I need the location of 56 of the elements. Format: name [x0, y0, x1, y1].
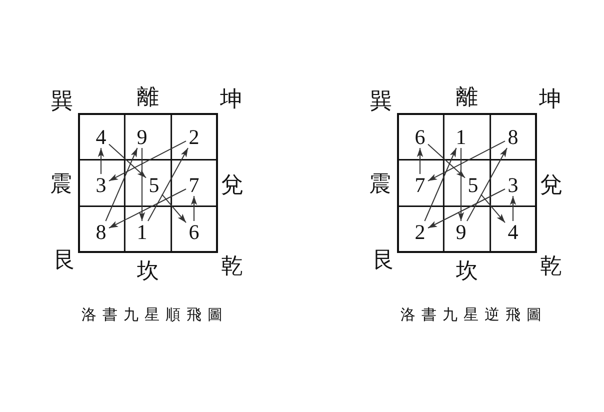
star-number: 2: [413, 222, 427, 242]
star-number: 1: [135, 222, 149, 242]
star-number: 4: [94, 127, 108, 147]
trigram-label: 兌: [221, 174, 243, 196]
trigram-label: 艮: [373, 249, 395, 271]
trigram-label: 坎: [456, 260, 478, 282]
arrow: [108, 144, 146, 178]
trigram-label: 兌: [540, 174, 562, 196]
arrow: [162, 194, 186, 224]
trigram-label: 坤: [539, 88, 561, 110]
star-number: 2: [187, 127, 201, 147]
arrow: [428, 144, 466, 178]
arrow: [466, 148, 508, 222]
star-number: 9: [454, 222, 468, 242]
trigram-label: 震: [50, 173, 72, 195]
arrow: [148, 148, 188, 222]
star-number: 5: [147, 175, 161, 195]
trigram-label: 坤: [220, 88, 242, 110]
trigram-label: 震: [369, 173, 391, 195]
star-number: 3: [506, 175, 520, 195]
square-grid: [397, 113, 537, 253]
arrow: [428, 188, 506, 228]
grid-title: 洛書九星順飛圖: [82, 308, 222, 324]
star-number: 6: [187, 222, 201, 242]
arrow: [105, 148, 138, 222]
arrow: [108, 140, 186, 182]
star-number: 8: [94, 222, 108, 242]
star-number: 1: [454, 127, 468, 147]
arrow: [138, 148, 146, 222]
trigram-label: 坎: [137, 260, 159, 282]
arrow: [480, 194, 506, 224]
trigram-label: 離: [456, 86, 478, 108]
star-number: 8: [506, 127, 520, 147]
square-grid: [78, 113, 218, 253]
star-number: 3: [94, 175, 108, 195]
arrow: [458, 148, 464, 222]
star-number: 7: [187, 175, 201, 195]
arrow: [424, 148, 457, 222]
arrow: [428, 140, 506, 182]
arrow: [98, 148, 104, 174]
grid-title: 洛書九星逆飛圖: [400, 308, 542, 324]
arrow: [108, 188, 186, 228]
star-number: 7: [413, 175, 427, 195]
star-number: 5: [466, 175, 480, 195]
star-number: 9: [135, 127, 149, 147]
star-number: 6: [413, 127, 427, 147]
arrow: [416, 148, 424, 174]
trigram-label: 艮: [54, 249, 76, 271]
trigram-label: 巽: [370, 90, 392, 112]
arrow: [510, 196, 516, 222]
trigram-label: 離: [137, 86, 159, 108]
trigram-label: 巽: [51, 90, 73, 112]
trigram-label: 乾: [221, 255, 243, 277]
star-number: 4: [506, 222, 520, 242]
trigram-label: 乾: [540, 255, 562, 277]
arrow: [190, 196, 198, 222]
